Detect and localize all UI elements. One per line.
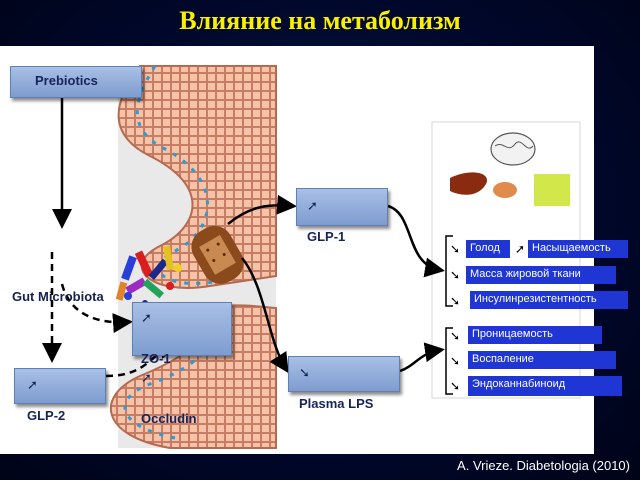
occludin-label: Occludin: [141, 411, 197, 426]
fat-mass-label: Масса жировой ткани: [466, 266, 616, 284]
glp2-label: GLP-2: [27, 408, 66, 423]
up-arrow-icon: ➚: [27, 378, 38, 393]
plasma-lps-label: Plasma LPS: [299, 396, 374, 411]
up-arrow-icon: ➚: [515, 242, 526, 256]
lower-bracket: [445, 327, 453, 395]
satiety-label: Насыщаемость: [528, 240, 628, 258]
glp2-box: ➚ GLP-2: [14, 368, 106, 423]
adipose-icon: [534, 174, 570, 206]
zo1-label: ZO-1: [141, 351, 171, 366]
endocannabinoid-label: Эндоканнабиноид: [468, 376, 622, 396]
hunger-label: Голод: [466, 240, 510, 258]
gut-illustration: [42, 65, 581, 449]
gut-to-lps: [241, 257, 289, 374]
gut-to-glp1: [227, 194, 297, 225]
up-arrow-icon: ➚: [141, 311, 152, 326]
down-arrow-icon: ➘: [450, 329, 461, 343]
gut-microbiota-label: Gut Microbiota: [12, 289, 104, 304]
down-arrow-icon: ➘: [450, 242, 461, 256]
glp1-label: GLP-1: [307, 229, 346, 244]
down-arrow-icon: ➘: [450, 354, 461, 368]
upper-bracket: [445, 235, 453, 307]
zo1-occludin-box: ➚ ZO-1 ➚ Occludin: [132, 302, 232, 426]
liver-icon: [450, 172, 488, 195]
permeability-label: Проницаемость: [468, 326, 602, 344]
plasma-lps-box: ➘ Plasma LPS: [288, 356, 400, 411]
down-arrow-icon: ➘: [299, 366, 310, 381]
bandage-icon: [191, 225, 244, 284]
up-arrow-icon: ➚: [307, 199, 318, 214]
down-arrow-icon: ➘: [450, 379, 461, 393]
upper-villus: [117, 65, 277, 289]
glp1-box: ➚ GLP-1: [296, 188, 388, 244]
up-arrow-icon: ➚: [141, 371, 152, 386]
down-arrow-icon: ➘: [450, 294, 461, 308]
microbiota-to-zo1: [60, 283, 133, 334]
glp1-to-effects: [387, 204, 445, 278]
prebiotics-box: Prebiotics: [10, 66, 142, 98]
citation: A. Vrieze. Diabetologia (2010): [457, 458, 630, 473]
brain-icon: [490, 132, 536, 166]
insulin-resistance-label: Инсулинрезистентность: [470, 291, 628, 309]
muscle-icon: [493, 182, 517, 198]
bacteria-cluster: [115, 245, 182, 306]
down-arrow-icon: ➘: [450, 268, 461, 282]
diagram-panel: Prebiotics Gut Microbiota ➚ ZO-1 ➚ Occlu…: [0, 46, 628, 454]
prebiotics-label: Prebiotics: [35, 73, 98, 88]
slide-title: Влияние на метаболизм: [179, 6, 461, 35]
lps-to-effects: [399, 342, 445, 373]
inflammation-label: Воспаление: [468, 351, 616, 369]
